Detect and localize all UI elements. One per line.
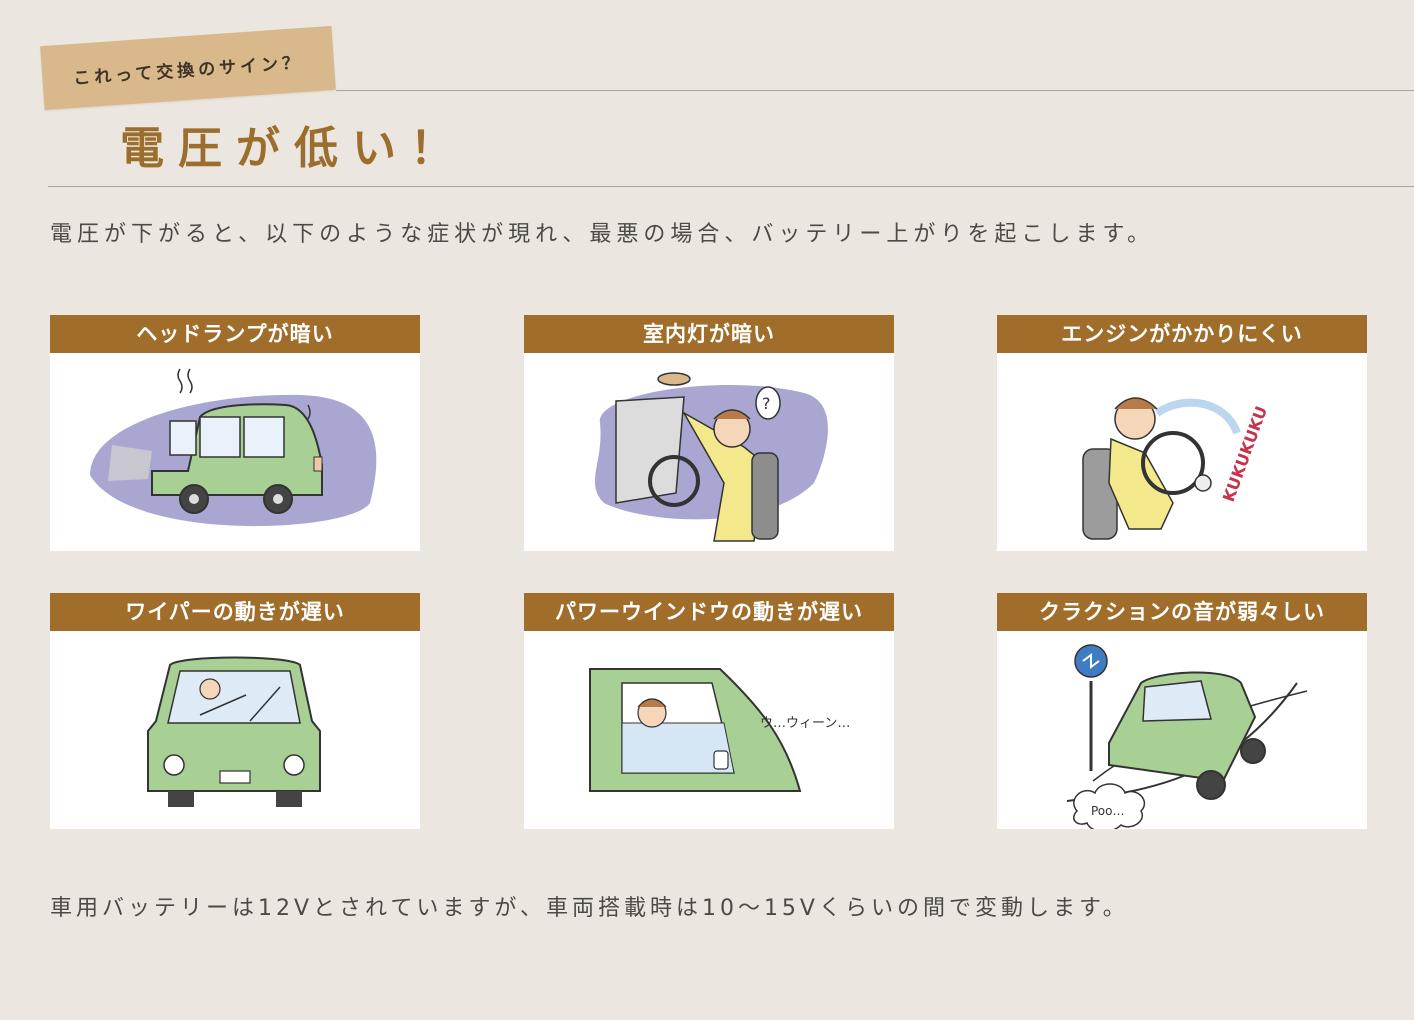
header-rule-bottom: [48, 186, 1414, 187]
power-window-icon: ウ…ウィーン…: [589, 668, 850, 792]
header-tag: これって交換のサイン？: [40, 25, 336, 111]
window-sound-annotation: ウ…ウィーン…: [760, 716, 850, 731]
car-headlight-icon: [90, 368, 377, 527]
svg-text:?: ?: [762, 394, 771, 413]
symptom-card-headlamp: ヘッドランプが暗い: [50, 315, 420, 551]
symptom-card-title: クラクションの音が弱々しい: [997, 593, 1367, 631]
symptom-card-title: エンジンがかかりにくい: [997, 315, 1367, 353]
symptom-card-power-window: パワーウインドウの動きが遅い ウ…ウィーン…: [524, 593, 894, 829]
header-rule-top: [336, 90, 1414, 91]
intro-text: 電圧が下がると、以下のような症状が現れ、最悪の場合、バッテリー上がりを起こします…: [50, 222, 1155, 247]
wiper-icon: [147, 656, 321, 807]
symptom-card-wiper: ワイパーの動きが遅い: [50, 593, 420, 829]
symptom-card-title: パワーウインドウの動きが遅い: [524, 593, 894, 631]
horn-icon: Poo…: [1066, 644, 1308, 829]
engine-start-icon: KUKUKUKU: [1082, 397, 1271, 540]
page-title: 電圧が低い！: [120, 123, 468, 174]
symptom-card-horn: クラクションの音が弱々しい Poo…: [997, 593, 1367, 829]
symptom-card-engine-start: エンジンがかかりにくい KUKUKUKU: [997, 315, 1367, 551]
footer-text: 車用バッテリーは12Vとされていますが、車両搭載時は10〜15Vくらいの間で変動…: [50, 896, 1129, 921]
horn-sound-annotation: Poo…: [1091, 804, 1125, 818]
symptom-card-title: ワイパーの動きが遅い: [50, 593, 420, 631]
interior-light-icon: ?: [594, 372, 828, 542]
symptom-card-interior-light: 室内灯が暗い ?: [524, 315, 894, 551]
header-tag-label: これって交換のサイン？: [72, 52, 304, 89]
symptom-card-title: 室内灯が暗い: [524, 315, 894, 353]
symptom-card-title: ヘッドランプが暗い: [50, 315, 420, 353]
